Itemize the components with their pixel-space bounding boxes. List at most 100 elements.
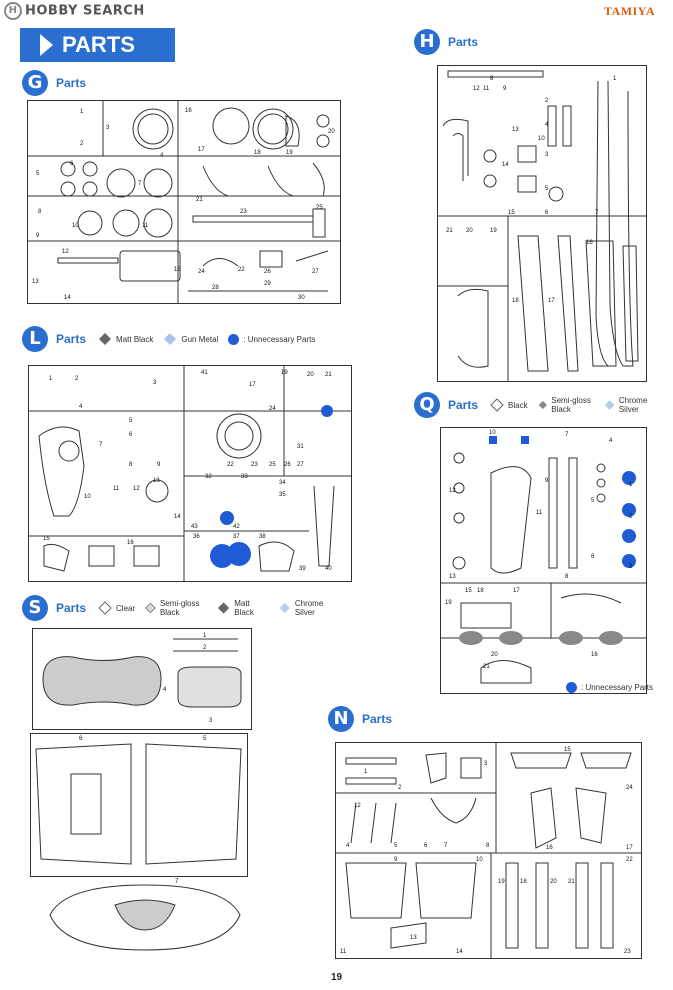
part-l-43: 43 <box>191 524 198 530</box>
part-s-6: 6 <box>79 736 83 742</box>
part-l-25: 25 <box>269 462 276 468</box>
part-g-4: 4 <box>160 153 164 159</box>
part-q-21: 21 <box>483 664 490 670</box>
part-g-6: 6 <box>70 161 74 167</box>
section-n-header: N Parts <box>328 706 404 732</box>
part-s-1: 1 <box>203 633 207 639</box>
legend-chrome-silver: Chrome Silver <box>604 396 660 414</box>
section-h-label: Parts <box>448 35 479 49</box>
part-h-18: 18 <box>512 298 519 304</box>
part-l-23: 23 <box>251 462 258 468</box>
part-h-14: 14 <box>502 162 509 168</box>
sprue-h: 8 1 12 11 9 2 3 4 5 6 7 10 13 14 15 16 1… <box>437 65 647 382</box>
part-g-23: 23 <box>240 209 247 215</box>
legend-unnecessary: : Unnecessary Parts <box>228 333 315 345</box>
sprue-n-drawing: 1 2 3 4 5 6 7 8 9 10 11 12 13 14 15 16 1… <box>336 743 641 958</box>
section-s-header: S Parts Clear Semi-gloss Black Matt Blac… <box>22 595 347 621</box>
part-g-26: 26 <box>264 269 271 275</box>
part-n-4: 4 <box>346 843 350 849</box>
part-q-20: 20 <box>491 652 498 658</box>
sprue-l-drawing: 1 2 3 4 5 6 7 8 9 10 11 12 13 14 15 16 1… <box>29 366 351 581</box>
part-q-1: 1 <box>629 482 633 488</box>
part-g-25: 25 <box>316 205 323 211</box>
unnecessary-part-l-4 <box>227 542 251 566</box>
part-h-8: 8 <box>490 76 494 82</box>
section-h-header: H Parts <box>414 29 490 55</box>
part-q-2: 2 <box>629 514 633 520</box>
unnecessary-parts-q <box>489 436 636 568</box>
page-number: 19 <box>330 972 343 983</box>
part-g-8: 8 <box>38 209 42 215</box>
part-g-10: 10 <box>72 223 79 229</box>
unnecessary-part-l-2 <box>220 511 234 525</box>
part-h-7: 7 <box>595 210 599 216</box>
sprue-s-bottom-drawing: 6 5 <box>35 736 242 865</box>
section-g-badge: G <box>22 70 48 96</box>
legend-black: Black <box>490 398 528 412</box>
sprue-q: 1 2 3 4 5 6 7 8 9 10 11 12 13 15 16 17 1… <box>440 427 647 694</box>
part-h-11: 11 <box>483 86 490 92</box>
sprue-l: 1 2 3 4 5 6 7 8 9 10 11 12 13 14 15 16 1… <box>28 365 352 582</box>
section-q-header: Q Parts Black Semi-gloss Black Chrome Si… <box>414 392 670 418</box>
part-g-7: 7 <box>138 181 142 187</box>
part-n-17: 17 <box>626 845 633 851</box>
unnecessary-part-q-2 <box>521 436 529 444</box>
part-h-2: 2 <box>545 98 549 104</box>
matt-black-icon <box>218 602 230 614</box>
semi-gloss-black-icon <box>145 602 156 614</box>
part-l-24: 24 <box>269 406 276 412</box>
part-l-20: 20 <box>307 372 314 378</box>
part-h-5: 5 <box>545 186 549 192</box>
part-g-16: 16 <box>185 108 192 114</box>
part-l-8: 8 <box>129 462 133 468</box>
part-n-13: 13 <box>410 935 417 941</box>
part-n-21: 21 <box>568 879 575 885</box>
part-l-26: 26 <box>284 462 291 468</box>
section-n-badge: N <box>328 706 354 732</box>
chrome-silver-icon <box>279 602 291 614</box>
part-l-11: 11 <box>113 486 120 492</box>
part-g-1: 1 <box>80 109 84 115</box>
sprue-s-cowl-drawing: 7 <box>49 879 241 951</box>
section-s-badge: S <box>22 595 48 621</box>
part-q-16: 16 <box>591 652 598 658</box>
part-s-5: 5 <box>203 736 207 742</box>
hobby-search-icon: H <box>4 2 22 20</box>
part-l-13: 13 <box>153 478 160 484</box>
part-g-12: 12 <box>62 249 69 255</box>
sprue-q-drawing: 1 2 3 4 5 6 7 8 9 10 11 12 13 15 16 17 1… <box>441 430 646 684</box>
unnecessary-part-q-6 <box>622 554 636 568</box>
part-n-1: 1 <box>364 769 368 775</box>
part-g-28: 28 <box>212 285 219 291</box>
sprue-s-top-drawing: 1 2 3 4 <box>42 633 242 724</box>
part-h-9: 9 <box>503 86 507 92</box>
part-g-9: 9 <box>36 233 40 239</box>
part-l-16: 16 <box>127 540 134 546</box>
part-l-1: 1 <box>49 376 53 382</box>
part-n-2: 2 <box>398 785 402 791</box>
part-l-21: 21 <box>325 372 332 378</box>
part-l-42: 42 <box>233 524 240 530</box>
part-l-40: 40 <box>325 566 332 572</box>
part-n-14: 14 <box>456 949 463 955</box>
part-l-27: 27 <box>297 462 304 468</box>
part-n-9: 9 <box>394 857 398 863</box>
part-g-22: 22 <box>238 267 245 273</box>
part-q-9: 9 <box>545 478 549 484</box>
part-l-32: 32 <box>205 474 212 480</box>
part-n-5: 5 <box>394 843 398 849</box>
part-g-11: 11 <box>142 223 149 229</box>
part-l-2: 2 <box>75 376 79 382</box>
part-q-15: 15 <box>465 588 472 594</box>
part-h-6: 6 <box>545 210 549 216</box>
section-n-label: Parts <box>362 712 393 726</box>
part-n-22: 22 <box>626 857 633 863</box>
part-l-12: 12 <box>133 486 140 492</box>
section-q-badge: Q <box>414 392 440 418</box>
part-g-2: 2 <box>80 141 84 147</box>
part-q-shape-4 <box>599 631 623 645</box>
part-l-38: 38 <box>259 534 266 540</box>
part-g-17: 17 <box>198 147 205 153</box>
sprue-s-top: 1 2 3 4 <box>32 628 252 730</box>
part-n-16: 16 <box>546 845 553 851</box>
